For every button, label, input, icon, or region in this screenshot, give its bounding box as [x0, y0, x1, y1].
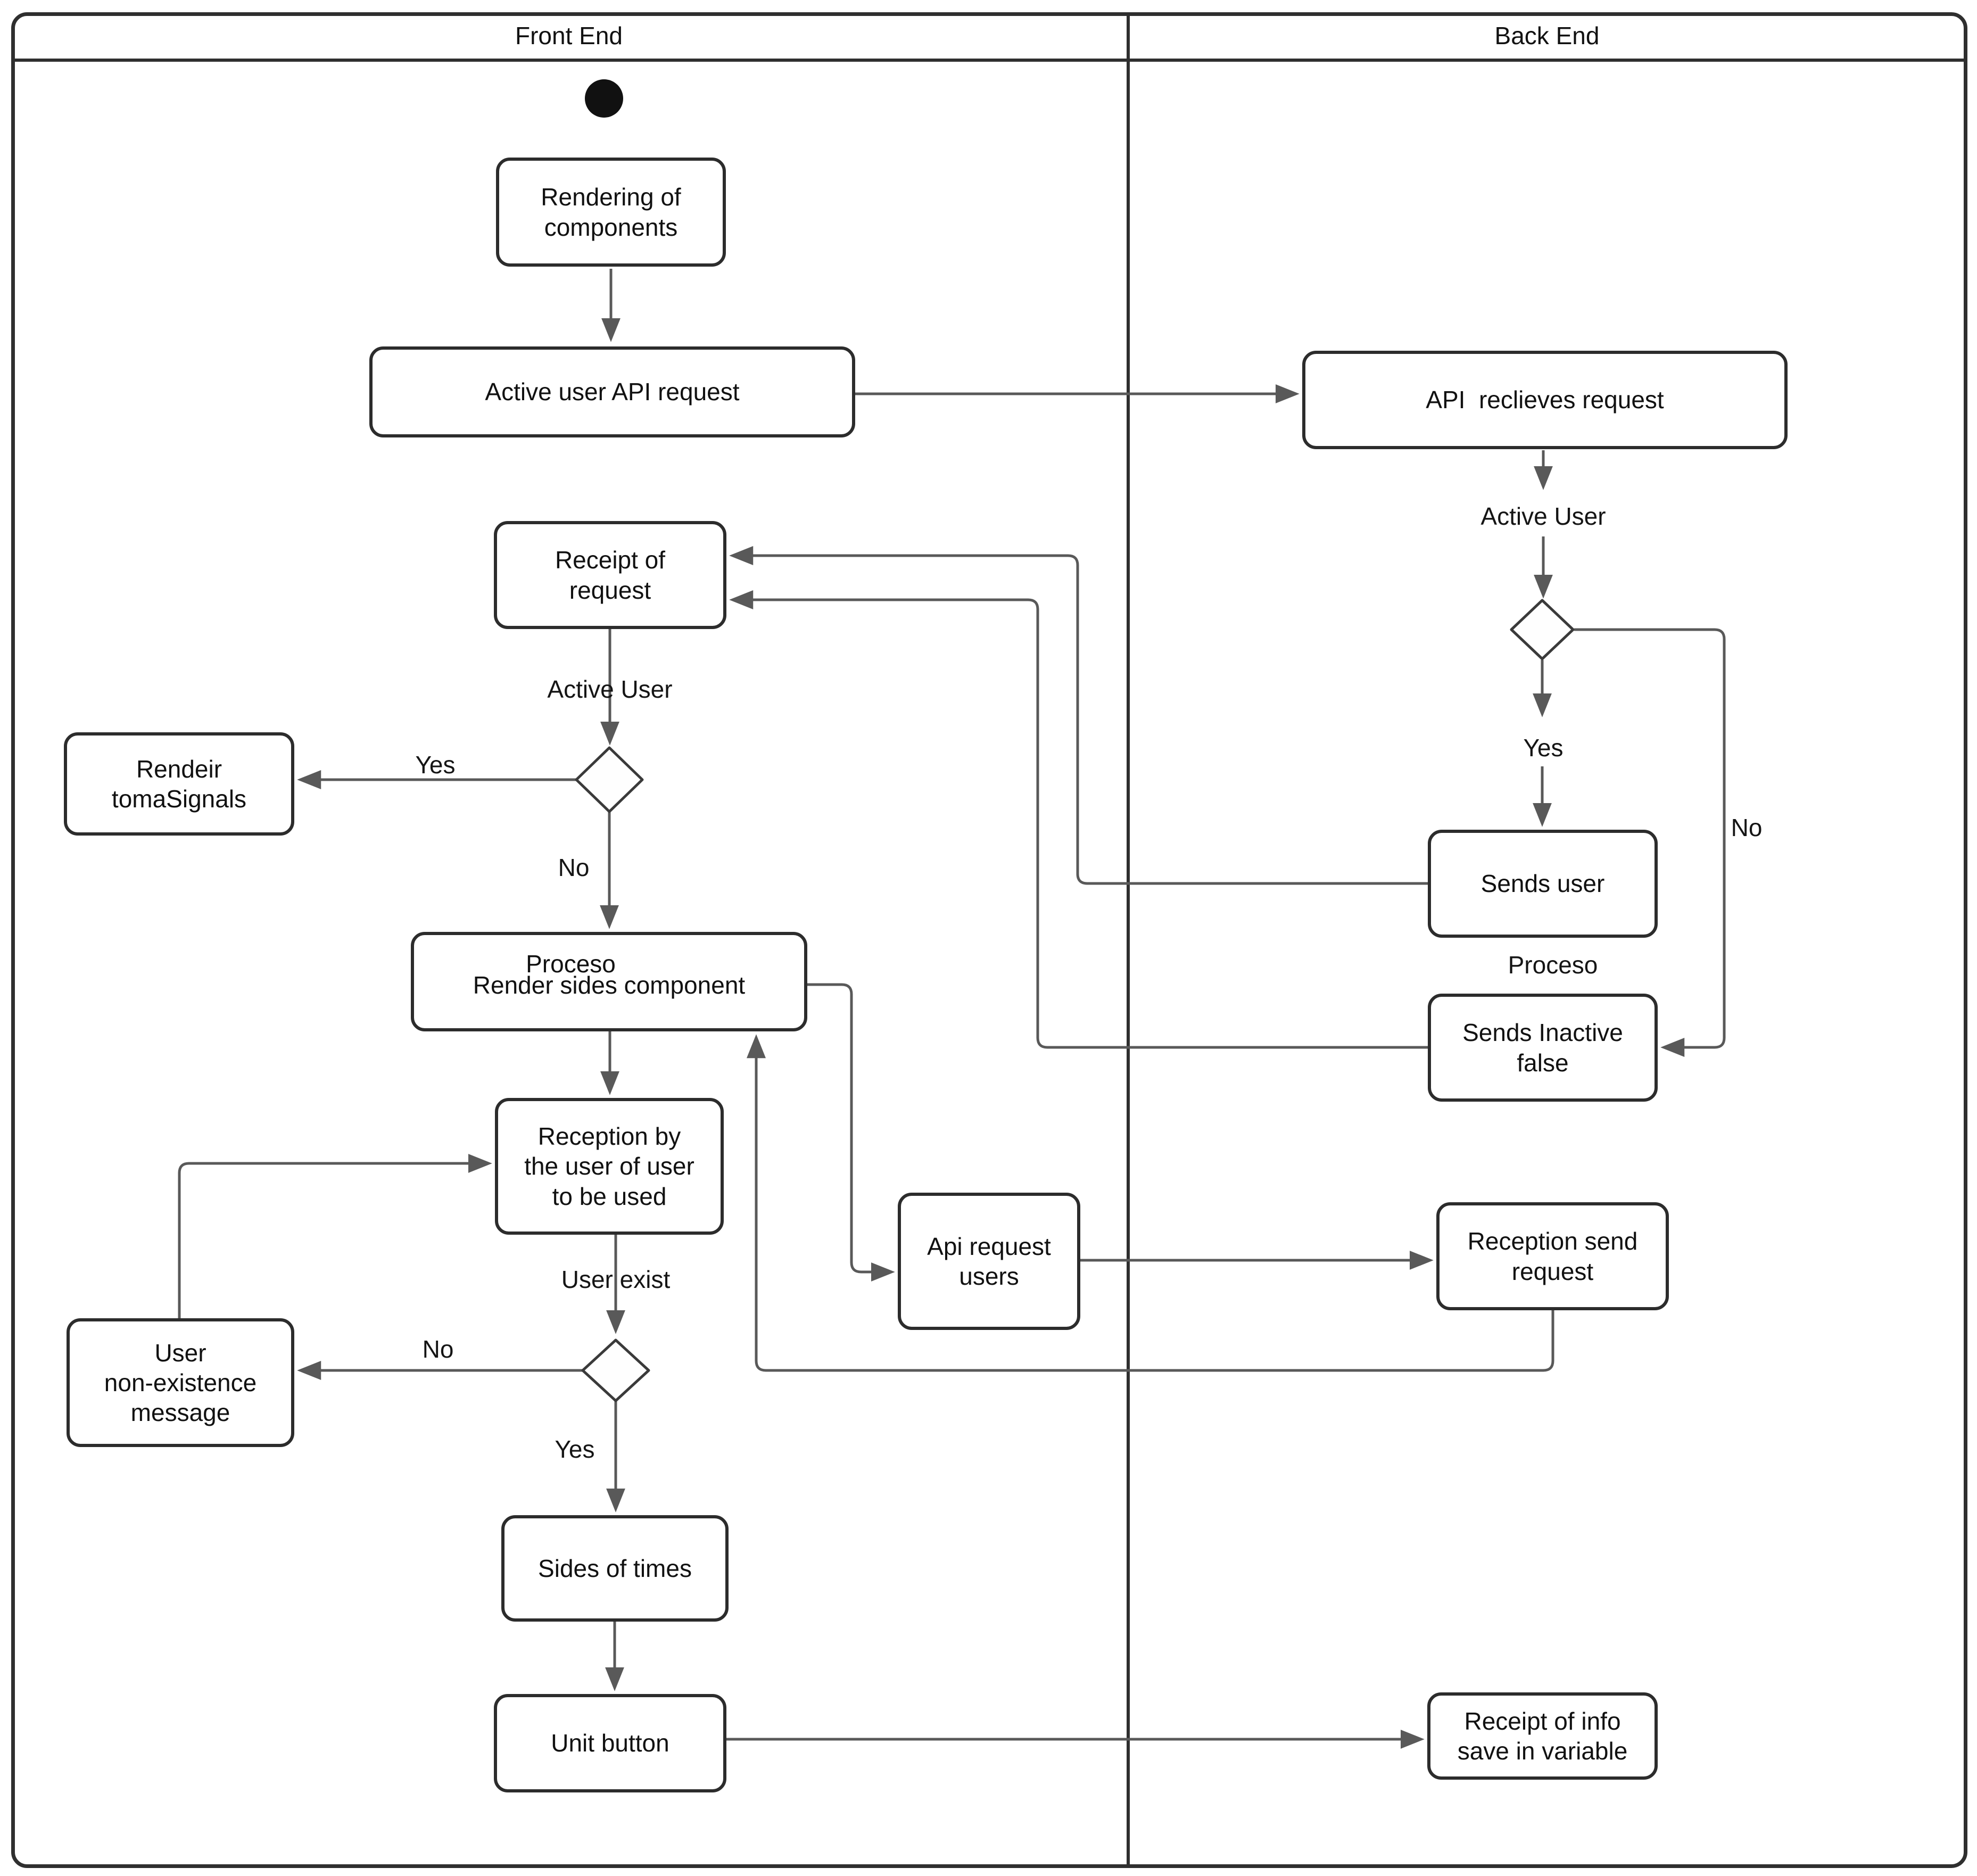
decision-diamond-frontend-user-exist: [581, 1338, 650, 1402]
edge-label-user-exist: User exist: [561, 1266, 671, 1293]
edge-diamond-be-no-to-sends-inactive: [1574, 628, 1726, 1057]
swimlane-pool-border: [11, 12, 1967, 1868]
node-receipt-of-info: Receipt of info save in variable: [1427, 1692, 1658, 1780]
node-active-user-api-request: Active user API request: [369, 346, 855, 437]
edge-sends-user-to-receipt-of-request: [729, 546, 1428, 885]
edge-sends-inactive-to-receipt-of-request: [729, 590, 1428, 1049]
lane-title-back-end: Back End: [1494, 22, 1600, 49]
node-sends-user: Sends user: [1428, 830, 1658, 938]
node-rendeir-tomasignals: Rendeir tomaSignals: [64, 732, 294, 836]
edge-label-yes-frontend: Yes: [415, 751, 456, 779]
edge-user-nonexistence-to-reception-user: [178, 1154, 492, 1318]
swimlane-divider: [1127, 12, 1130, 1868]
swimlane-header-separator: [11, 59, 1967, 62]
decision-diamond-backend-active-user: [1510, 599, 1575, 660]
node-reception-send-request: Reception send request: [1436, 1202, 1669, 1310]
node-api-request-users: Api request users: [898, 1193, 1080, 1330]
edge-label-active-user-backend: Active User: [1480, 502, 1606, 530]
node-rendering-of-components: Rendering of components: [496, 158, 726, 267]
node-api-reclieves-request: API reclieves request: [1302, 351, 1788, 449]
edge-label-no-frontend: No: [558, 854, 590, 881]
edge-reception-send-to-render-sides: [747, 1034, 1554, 1372]
node-reception-by-user: Reception by the user of user to be used: [495, 1098, 724, 1235]
node-user-nonexistence-message: User non-existence message: [67, 1318, 294, 1447]
edge-render-sides-to-api-request-users: [807, 983, 895, 1282]
lane-title-front-end: Front End: [515, 22, 623, 49]
edge-label-active-user-frontend: Active User: [547, 675, 673, 703]
node-receipt-of-request: Receipt of request: [494, 521, 726, 629]
decision-diamond-frontend-active-user: [575, 746, 644, 813]
node-render-sides-component-label: Render sides component: [473, 971, 746, 999]
node-sends-inactive-false: Sends Inactive false: [1428, 994, 1658, 1102]
start-node: [585, 79, 623, 118]
edge-label-proceso-backend: Proceso: [1508, 951, 1598, 979]
node-render-sides-proceso-label: Proceso: [526, 950, 616, 978]
node-render-sides-component: Proceso Render sides component: [411, 932, 807, 1031]
node-unit-button: Unit button: [494, 1694, 726, 1792]
edge-label-yes-user-exist: Yes: [555, 1435, 595, 1463]
edge-label-no-user-exist: No: [422, 1335, 454, 1363]
edge-label-yes-backend: Yes: [1523, 734, 1564, 762]
edge-label-no-backend: No: [1731, 814, 1763, 841]
node-sides-of-times: Sides of times: [501, 1515, 729, 1622]
